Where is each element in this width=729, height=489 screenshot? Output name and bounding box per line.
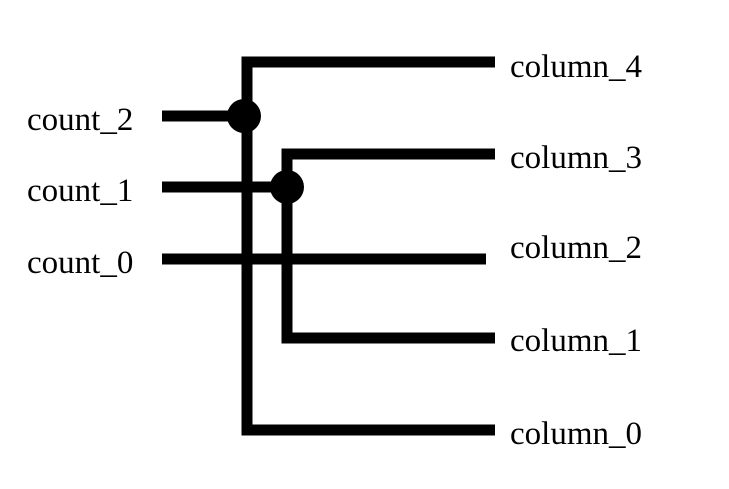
output-label-column-2: column_2 xyxy=(510,230,642,266)
output-label-column-3: column_3 xyxy=(510,140,642,176)
input-label-count-2: count_2 xyxy=(27,102,133,138)
input-label-count-0: count_0 xyxy=(27,245,133,281)
output-label-column-1: column_1 xyxy=(510,323,642,359)
input-label-count-1: count_1 xyxy=(27,173,133,209)
wire-bracket-column-4-column-0 xyxy=(241,56,495,436)
junction-dot-count-1 xyxy=(270,170,304,204)
output-label-column-0: column_0 xyxy=(510,416,642,452)
wire-bracket-column-3-column-1 xyxy=(281,148,495,344)
junction-dot-count-2 xyxy=(227,99,261,133)
output-label-column-4: column_4 xyxy=(510,49,642,85)
